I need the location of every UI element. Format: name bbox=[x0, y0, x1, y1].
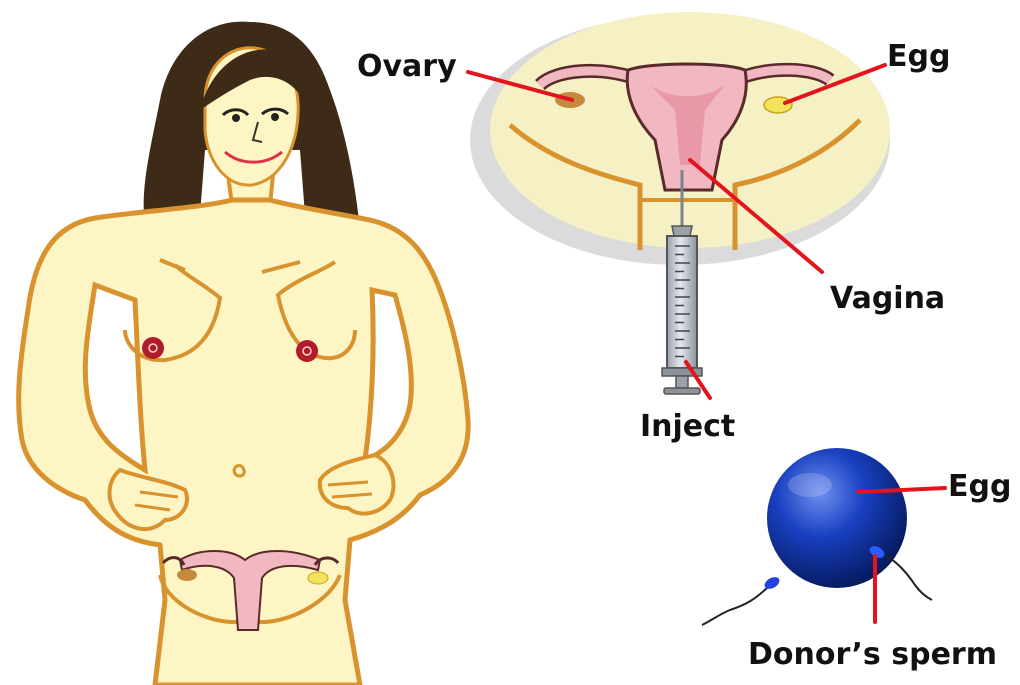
ovary-label: Ovary bbox=[357, 49, 457, 84]
woman-figure bbox=[19, 22, 469, 685]
egg-bottom-label: Egg bbox=[948, 469, 1011, 504]
face bbox=[200, 48, 301, 185]
egg-sphere bbox=[767, 448, 907, 588]
right-nipple bbox=[296, 340, 318, 362]
vagina-label: Vagina bbox=[830, 281, 945, 316]
egg-top-label: Egg bbox=[887, 39, 950, 74]
inset-egg bbox=[764, 97, 792, 113]
fertilization-egg bbox=[702, 448, 932, 625]
sperm-tail-left bbox=[702, 585, 770, 625]
inject-label: Inject bbox=[640, 409, 735, 444]
left-nipple bbox=[142, 337, 164, 359]
donor-sperm-label: Donor’s sperm bbox=[748, 637, 997, 672]
